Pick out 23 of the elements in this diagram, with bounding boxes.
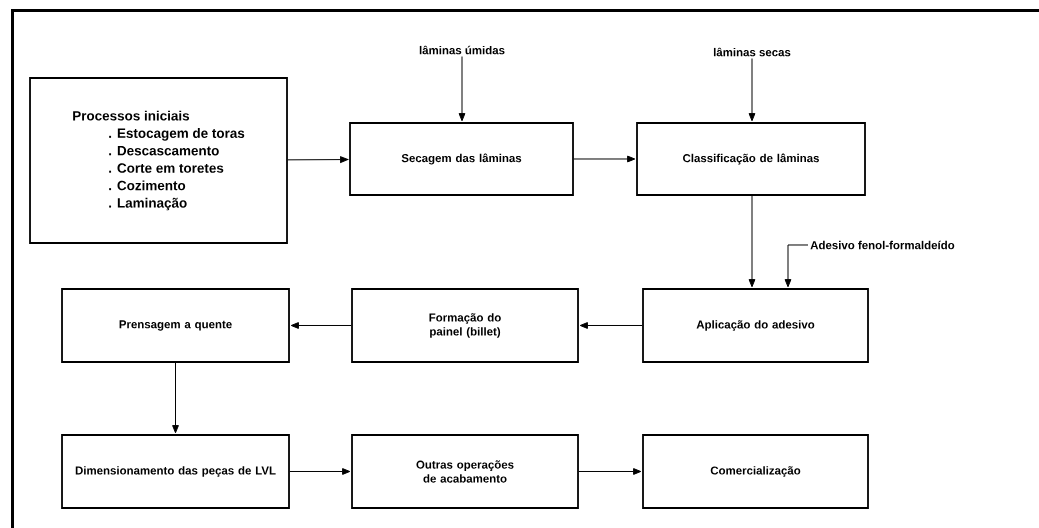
process-box: Dimensionamento das peças de LVL [61,434,290,509]
input-label: lâminas úmidas [419,45,505,55]
arrow [748,58,756,122]
process-box: Classificação de lâminas [636,122,866,196]
arrow [289,468,351,475]
arrow [573,155,636,163]
process-box: Secagem das lâminas [349,122,574,196]
process-box: Comercialização [642,434,869,509]
process-box: Formação do painel (billet) [351,288,579,363]
arrow [784,244,809,288]
arrow [578,468,642,475]
process-box: Outras operações de acabamento [351,434,579,509]
process-box: Aplicação do adesivo [642,288,869,363]
arrow [579,322,643,329]
process-box: Processos iniciais . Estocagem de toras . Descascamento . Corte em toretes . Cozimento . Laminação [29,77,288,244]
arrow [287,156,349,163]
input-label: Adesivo fenol-formaldeído [810,240,955,250]
arrow [748,195,756,288]
arrow [458,56,466,122]
input-label: lâminas secas [713,47,791,57]
arrow [172,362,179,434]
arrow [290,322,352,329]
process-box: Prensagem a quente [61,288,290,363]
